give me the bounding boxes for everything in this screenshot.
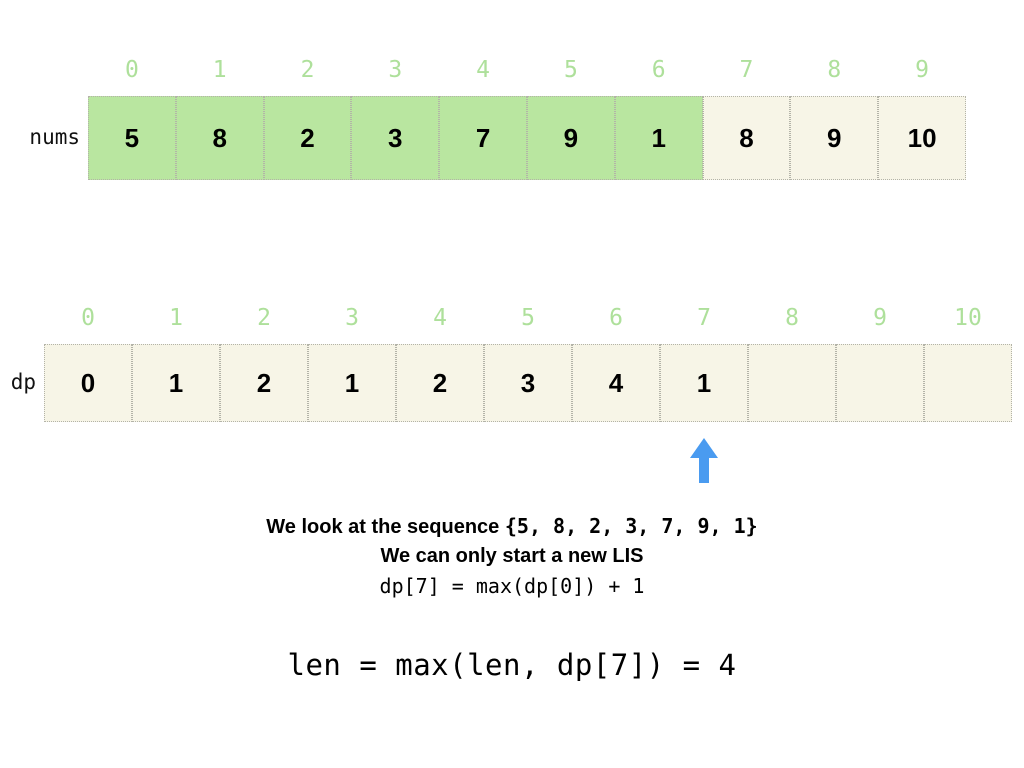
nums-cell[interactable]: 8: [702, 96, 791, 180]
nums-index-cell: 0: [124, 57, 139, 83]
dp-cell[interactable]: [748, 344, 836, 422]
dp-index-cell: 0: [81, 305, 95, 331]
dp-index-cell: 2: [257, 305, 271, 331]
dp-index-cell: 4: [433, 305, 447, 331]
nums-index-row: 0 1 2 3 4 5 6 7 8 9: [88, 55, 966, 85]
nums-index-cell: 5: [563, 57, 578, 83]
annotation-line-1: We look at the sequence {5, 8, 2, 3, 7, …: [0, 514, 1024, 539]
dp-cell[interactable]: 0: [44, 344, 132, 422]
nums-cell[interactable]: 8: [175, 96, 264, 180]
nums-cell[interactable]: 5: [88, 96, 176, 180]
nums-cells-row: 5 8 2 3 7 9 1 8 9 10: [88, 96, 966, 180]
dp-index-cell: 5: [521, 305, 535, 331]
dp-cell[interactable]: 2: [220, 344, 308, 422]
dp-cell[interactable]: 1: [132, 344, 220, 422]
dp-cell[interactable]: [836, 344, 924, 422]
dp-cell[interactable]: 4: [572, 344, 660, 422]
nums-cell[interactable]: 2: [263, 96, 352, 180]
nums-index-cell: 6: [651, 57, 666, 83]
dp-cell[interactable]: [924, 344, 1012, 422]
dp-cell[interactable]: 3: [484, 344, 572, 422]
annotation-line-1-sequence: {5, 8, 2, 3, 7, 9, 1}: [504, 514, 758, 538]
nums-index-cell: 7: [739, 57, 754, 83]
nums-index-cell: 9: [915, 57, 929, 83]
dp-index-cell: 3: [345, 305, 359, 331]
dp-index-cell: 7: [697, 305, 711, 331]
nums-cell[interactable]: 7: [439, 96, 527, 180]
nums-cell[interactable]: 3: [351, 96, 440, 180]
nums-cell[interactable]: 9: [526, 96, 615, 180]
dp-index-cell: 8: [785, 305, 799, 331]
nums-cell[interactable]: 1: [614, 96, 703, 180]
result-equation: len = max(len, dp[7]) = 4: [287, 648, 737, 682]
dp-index-cell: 6: [609, 305, 623, 331]
dp-cells-row: 0 1 2 1 2 3 4 1: [44, 344, 1012, 422]
dp-index-cell: 1: [169, 305, 183, 331]
nums-cell[interactable]: 10: [878, 96, 966, 180]
nums-cell[interactable]: 9: [790, 96, 879, 180]
dp-row-label: dp: [10, 370, 36, 394]
dp-index-cell: 10: [954, 305, 982, 331]
dp-cell[interactable]: 1: [308, 344, 396, 422]
annotation-line-3: dp[7] = max(dp[0]) + 1: [379, 574, 645, 598]
nums-index-cell: 2: [300, 57, 315, 83]
dp-index-row: 0 1 2 3 4 5 6 7 8 9 10: [44, 303, 1012, 333]
annotation-line-1-prefix: We look at the sequence: [266, 516, 505, 538]
dp-cell[interactable]: 2: [396, 344, 484, 422]
nums-row-label: nums: [29, 125, 80, 149]
dp-cell[interactable]: 1: [660, 344, 748, 422]
nums-index-cell: 4: [476, 57, 491, 83]
nums-index-cell: 1: [212, 57, 227, 83]
nums-index-cell: 8: [827, 57, 842, 83]
dp-index-cell: 9: [873, 305, 887, 331]
annotation-line-2: We can only start a new LIS: [380, 545, 644, 567]
nums-index-cell: 3: [388, 57, 403, 83]
up-arrow-icon: [688, 436, 720, 484]
